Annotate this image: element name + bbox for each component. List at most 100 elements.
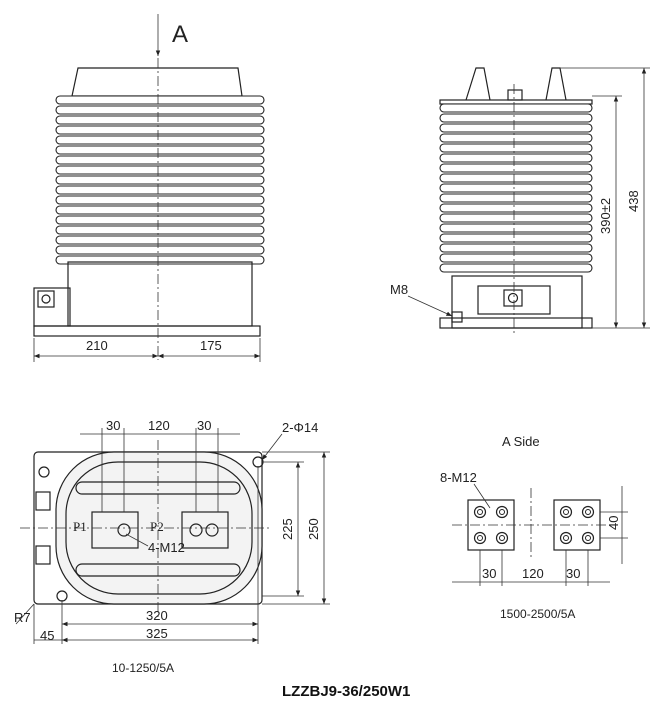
view-marker-label: A [172, 21, 188, 48]
insulator-rib [55, 115, 265, 125]
side-insulator-rib [439, 263, 593, 273]
a-side-bolt-hole [495, 505, 509, 519]
a-side-title: A Side [502, 434, 540, 449]
a-side-bolt-inner [477, 535, 483, 541]
insulator-rib [55, 235, 265, 245]
dim-225-label: 225 [280, 518, 295, 540]
insulator-rib [55, 195, 265, 205]
side-insulator-rib [439, 223, 593, 233]
insulator-rib [55, 145, 265, 155]
bolts-label: 4-M12 [148, 540, 185, 555]
bolt-hole [205, 523, 219, 537]
side-insulator-rib [439, 243, 593, 253]
insulator-rib [55, 185, 265, 195]
dim-terminal-a-label: 30 [106, 418, 120, 433]
a-side-bolt-inner [585, 535, 591, 541]
dim-438-label: 438 [626, 190, 641, 212]
insulator-rib [55, 95, 265, 105]
top-cap [71, 67, 243, 97]
side-insulator-rib [439, 113, 593, 123]
terminal-pad-p2 [181, 511, 229, 549]
side-bracket-bottom [35, 545, 51, 565]
a-side-bolt-hole [581, 531, 595, 545]
side-lower-body [451, 275, 583, 329]
front-view: A 210 175 [33, 14, 265, 362]
dim-terminal-b-label: 30 [197, 418, 211, 433]
dim-390-label: 390±2 [598, 198, 613, 234]
insulator-rib [55, 225, 265, 235]
a-side-dim-a-label: 30 [482, 566, 496, 581]
r7-label: R7 [14, 610, 31, 625]
insulator-rib [55, 175, 265, 185]
side-insulator-rib [439, 183, 593, 193]
terminal-pad-p1 [91, 511, 139, 549]
r7-leader [15, 603, 35, 625]
dim-325-label: 325 [146, 626, 168, 641]
side-insulator-rib [439, 193, 593, 203]
insulator-rib [55, 255, 265, 265]
a-side-bolt-hole [473, 505, 487, 519]
insulator-rib [55, 205, 265, 215]
side-insulator-rib [439, 233, 593, 243]
side-nut [503, 289, 523, 307]
side-view: M8 390±2 438 [390, 67, 650, 334]
side-insulator-rib [439, 143, 593, 153]
bolt-hole [189, 523, 203, 537]
a-side-bolt-inner [477, 509, 483, 515]
a-side-bolt-inner [499, 535, 505, 541]
terminal-nut-hole [41, 294, 51, 304]
a-side-bolt-hole [473, 531, 487, 545]
side-base-plate [439, 317, 593, 329]
dim-320-label: 320 [146, 608, 168, 623]
a-side-bolt-hole [559, 505, 573, 519]
a-side-bolt-leader [473, 483, 491, 509]
m8-leader [407, 295, 453, 317]
a-side-dim-spacing-label: 120 [522, 566, 544, 581]
side-insulator-rib [439, 213, 593, 223]
base-plate [33, 325, 261, 337]
rating-caption-2: 1500-2500/5A [500, 607, 575, 621]
side-insulator-ribs [439, 103, 593, 273]
dim-45-label: 45 [40, 628, 54, 643]
p1-label: P1 [73, 519, 87, 534]
side-bracket-top [35, 491, 51, 511]
earth-bolt [451, 311, 463, 323]
holes-leader [261, 433, 283, 461]
terminal-nut [37, 290, 55, 308]
insulator-rib [55, 155, 265, 165]
dim-right-label: 175 [200, 338, 222, 353]
horn-right [545, 67, 567, 101]
dim-left-label: 210 [86, 338, 108, 353]
bolt-hole [117, 523, 131, 537]
side-insulator-rib [439, 103, 593, 113]
dim-40-label: 40 [606, 516, 621, 530]
dim-250-label: 250 [306, 518, 321, 540]
side-insulator-rib [439, 133, 593, 143]
model-name: LZZBJ9-36/250W1 [282, 683, 410, 700]
side-insulator-rib [439, 253, 593, 263]
bottom-view: P1 P2 30 120 30 2-Φ14 4-M12 225 250 [14, 418, 330, 675]
a-side-bolt-inner [563, 535, 569, 541]
holes-label: 2-Φ14 [282, 420, 318, 435]
insulator-rib [55, 105, 265, 115]
insulator-rib [55, 165, 265, 175]
side-nut-hole [507, 292, 519, 304]
top-terminal [507, 89, 523, 101]
p2-label: P2 [150, 519, 164, 534]
bolts-leader [125, 533, 149, 547]
side-top-cap [439, 99, 593, 105]
a-side-view: A Side 8-M12 40 30 120 30 1500-2500/5A [440, 434, 628, 621]
dim-terminal-spacing-label: 120 [148, 418, 170, 433]
a-side-bolt-hole [581, 505, 595, 519]
side-insulator-rib [439, 173, 593, 183]
insulator-rib [55, 245, 265, 255]
side-insulator-rib [439, 153, 593, 163]
side-insulator-rib [439, 203, 593, 213]
insulator-rib [55, 215, 265, 225]
a-side-bolt-label: 8-M12 [440, 470, 477, 485]
m8-label: M8 [390, 282, 408, 297]
horn-left [465, 67, 491, 101]
insulator-rib [55, 135, 265, 145]
earth-terminal [38, 466, 50, 478]
